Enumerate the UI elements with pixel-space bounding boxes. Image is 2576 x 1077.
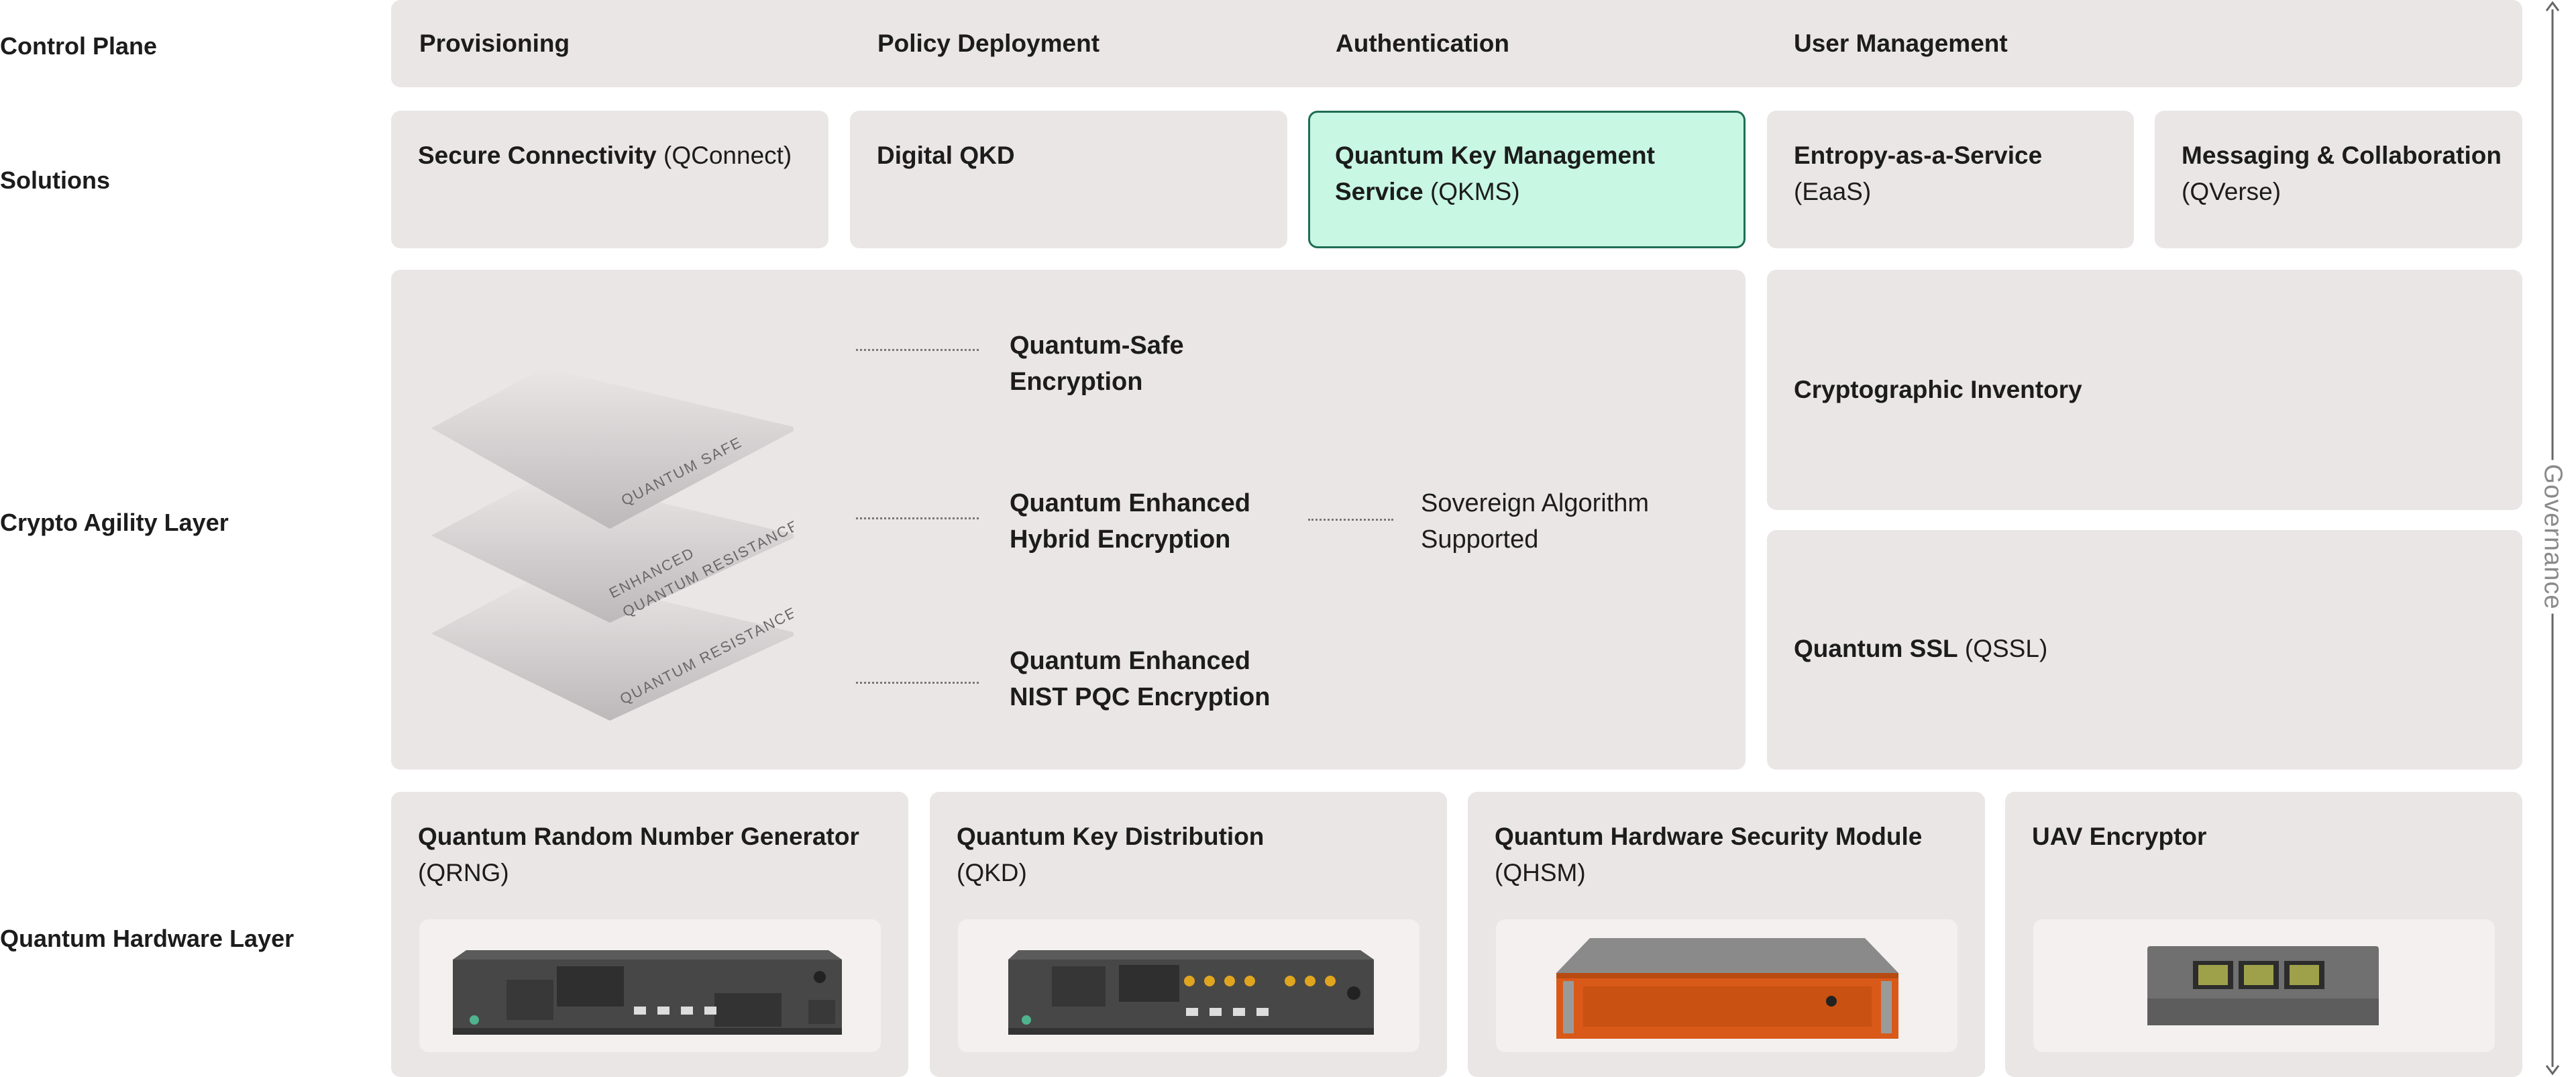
hardware-abbr: (QKD) (957, 859, 1027, 886)
device-panel (1496, 919, 1957, 1052)
device-panel (2033, 919, 2495, 1052)
control-item-user-management: User Management (1794, 30, 2008, 57)
row-label-solutions: Solutions (0, 166, 110, 194)
control-item-authentication: Authentication (1336, 30, 1509, 57)
sovereign-label: Sovereign Algorithm Supported (1421, 489, 1650, 554)
hardware-abbr: (QHSM) (1495, 859, 1586, 886)
hardware-title: Quantum Key Distribution (957, 823, 1265, 850)
hardware-qkd: Quantum Key Distribution (QKD) (930, 792, 1447, 1077)
solution-abbr: (EaaS) (1794, 178, 1872, 205)
row-label-crypto-agility: Crypto Agility Layer (0, 509, 229, 536)
row-label-control-plane: Control Plane (0, 32, 158, 60)
connector-line (1308, 519, 1393, 521)
solution-title: Entropy-as-a-Service (1794, 142, 2043, 169)
qhsm-device-image (1556, 938, 1898, 1039)
connector-line (856, 682, 979, 684)
governance-label: Governance (2538, 460, 2567, 614)
solution-abbr: (QKMS) (1423, 178, 1520, 205)
qssl-abbr: (QSSL) (1957, 635, 2048, 662)
solution-messaging: Messaging & Collaboration (QVerse) (2155, 111, 2522, 248)
uav-device-image (2147, 946, 2379, 1025)
solution-abbr: (QConnect) (656, 142, 792, 169)
plate-quantum-resistance (431, 573, 794, 721)
hardware-title: Quantum Random Number Generator (418, 823, 859, 850)
connector-line (856, 349, 979, 351)
layer-label-nist-pqc: Quantum Enhanced NIST PQC Encryption (1010, 647, 1271, 711)
hardware-title: UAV Encryptor (2032, 823, 2207, 850)
crypto-agility-panel: QUANTUM SAFE ENHANCED QUANTUM RESISTANCE… (391, 270, 1746, 770)
control-plane-bar: Provisioning Policy Deployment Authentic… (391, 0, 2522, 87)
inventory-label: Cryptographic Inventory (1794, 376, 2082, 403)
solution-title: Quantum Key Management Service (1335, 142, 1655, 205)
hardware-title: Quantum Hardware Security Module (1495, 823, 1923, 850)
plate-quantum-safe (431, 368, 794, 529)
layer-stack-illustration: QUANTUM SAFE ENHANCED QUANTUM RESISTANCE… (431, 368, 794, 721)
control-item-policy-deployment: Policy Deployment (877, 30, 1100, 57)
solution-title: Secure Connectivity (418, 142, 657, 169)
solution-qkms: Quantum Key Management Service (QKMS) (1308, 111, 1746, 248)
hardware-abbr: (QRNG) (418, 859, 509, 886)
layer-label-hybrid: Quantum Enhanced Hybrid Encryption (1010, 489, 1250, 554)
solution-title: Messaging & Collaboration (2182, 142, 2502, 169)
solution-eaas: Entropy-as-a-Service (EaaS) (1767, 111, 2134, 248)
solution-abbr: (QVerse) (2182, 178, 2282, 205)
hardware-qhsm: Quantum Hardware Security Module (QHSM) (1468, 792, 1985, 1077)
hardware-uav-encryptor: UAV Encryptor (2005, 792, 2522, 1077)
qkd-device-image (1008, 950, 1374, 1035)
device-panel (958, 919, 1419, 1052)
solution-secure-connectivity: Secure Connectivity (QConnect) (391, 111, 828, 248)
solution-digital-qkd: Digital QKD (850, 111, 1287, 248)
solution-title: Digital QKD (877, 142, 1015, 169)
cryptographic-inventory: Cryptographic Inventory (1767, 270, 2522, 510)
row-label-hardware: Quantum Hardware Layer (0, 925, 294, 952)
connector-line (856, 517, 979, 519)
layer-label-quantum-safe: Quantum-Safe Encryption (1010, 331, 1184, 396)
qrng-device-image (453, 950, 842, 1035)
qssl-title: Quantum SSL (1794, 635, 1958, 662)
hardware-qrng: Quantum Random Number Generator (QRNG) (391, 792, 908, 1077)
control-item-provisioning: Provisioning (419, 30, 570, 57)
plate-enhanced-resistance (431, 475, 794, 623)
quantum-ssl: Quantum SSL (QSSL) (1767, 530, 2522, 770)
device-panel (419, 919, 881, 1052)
